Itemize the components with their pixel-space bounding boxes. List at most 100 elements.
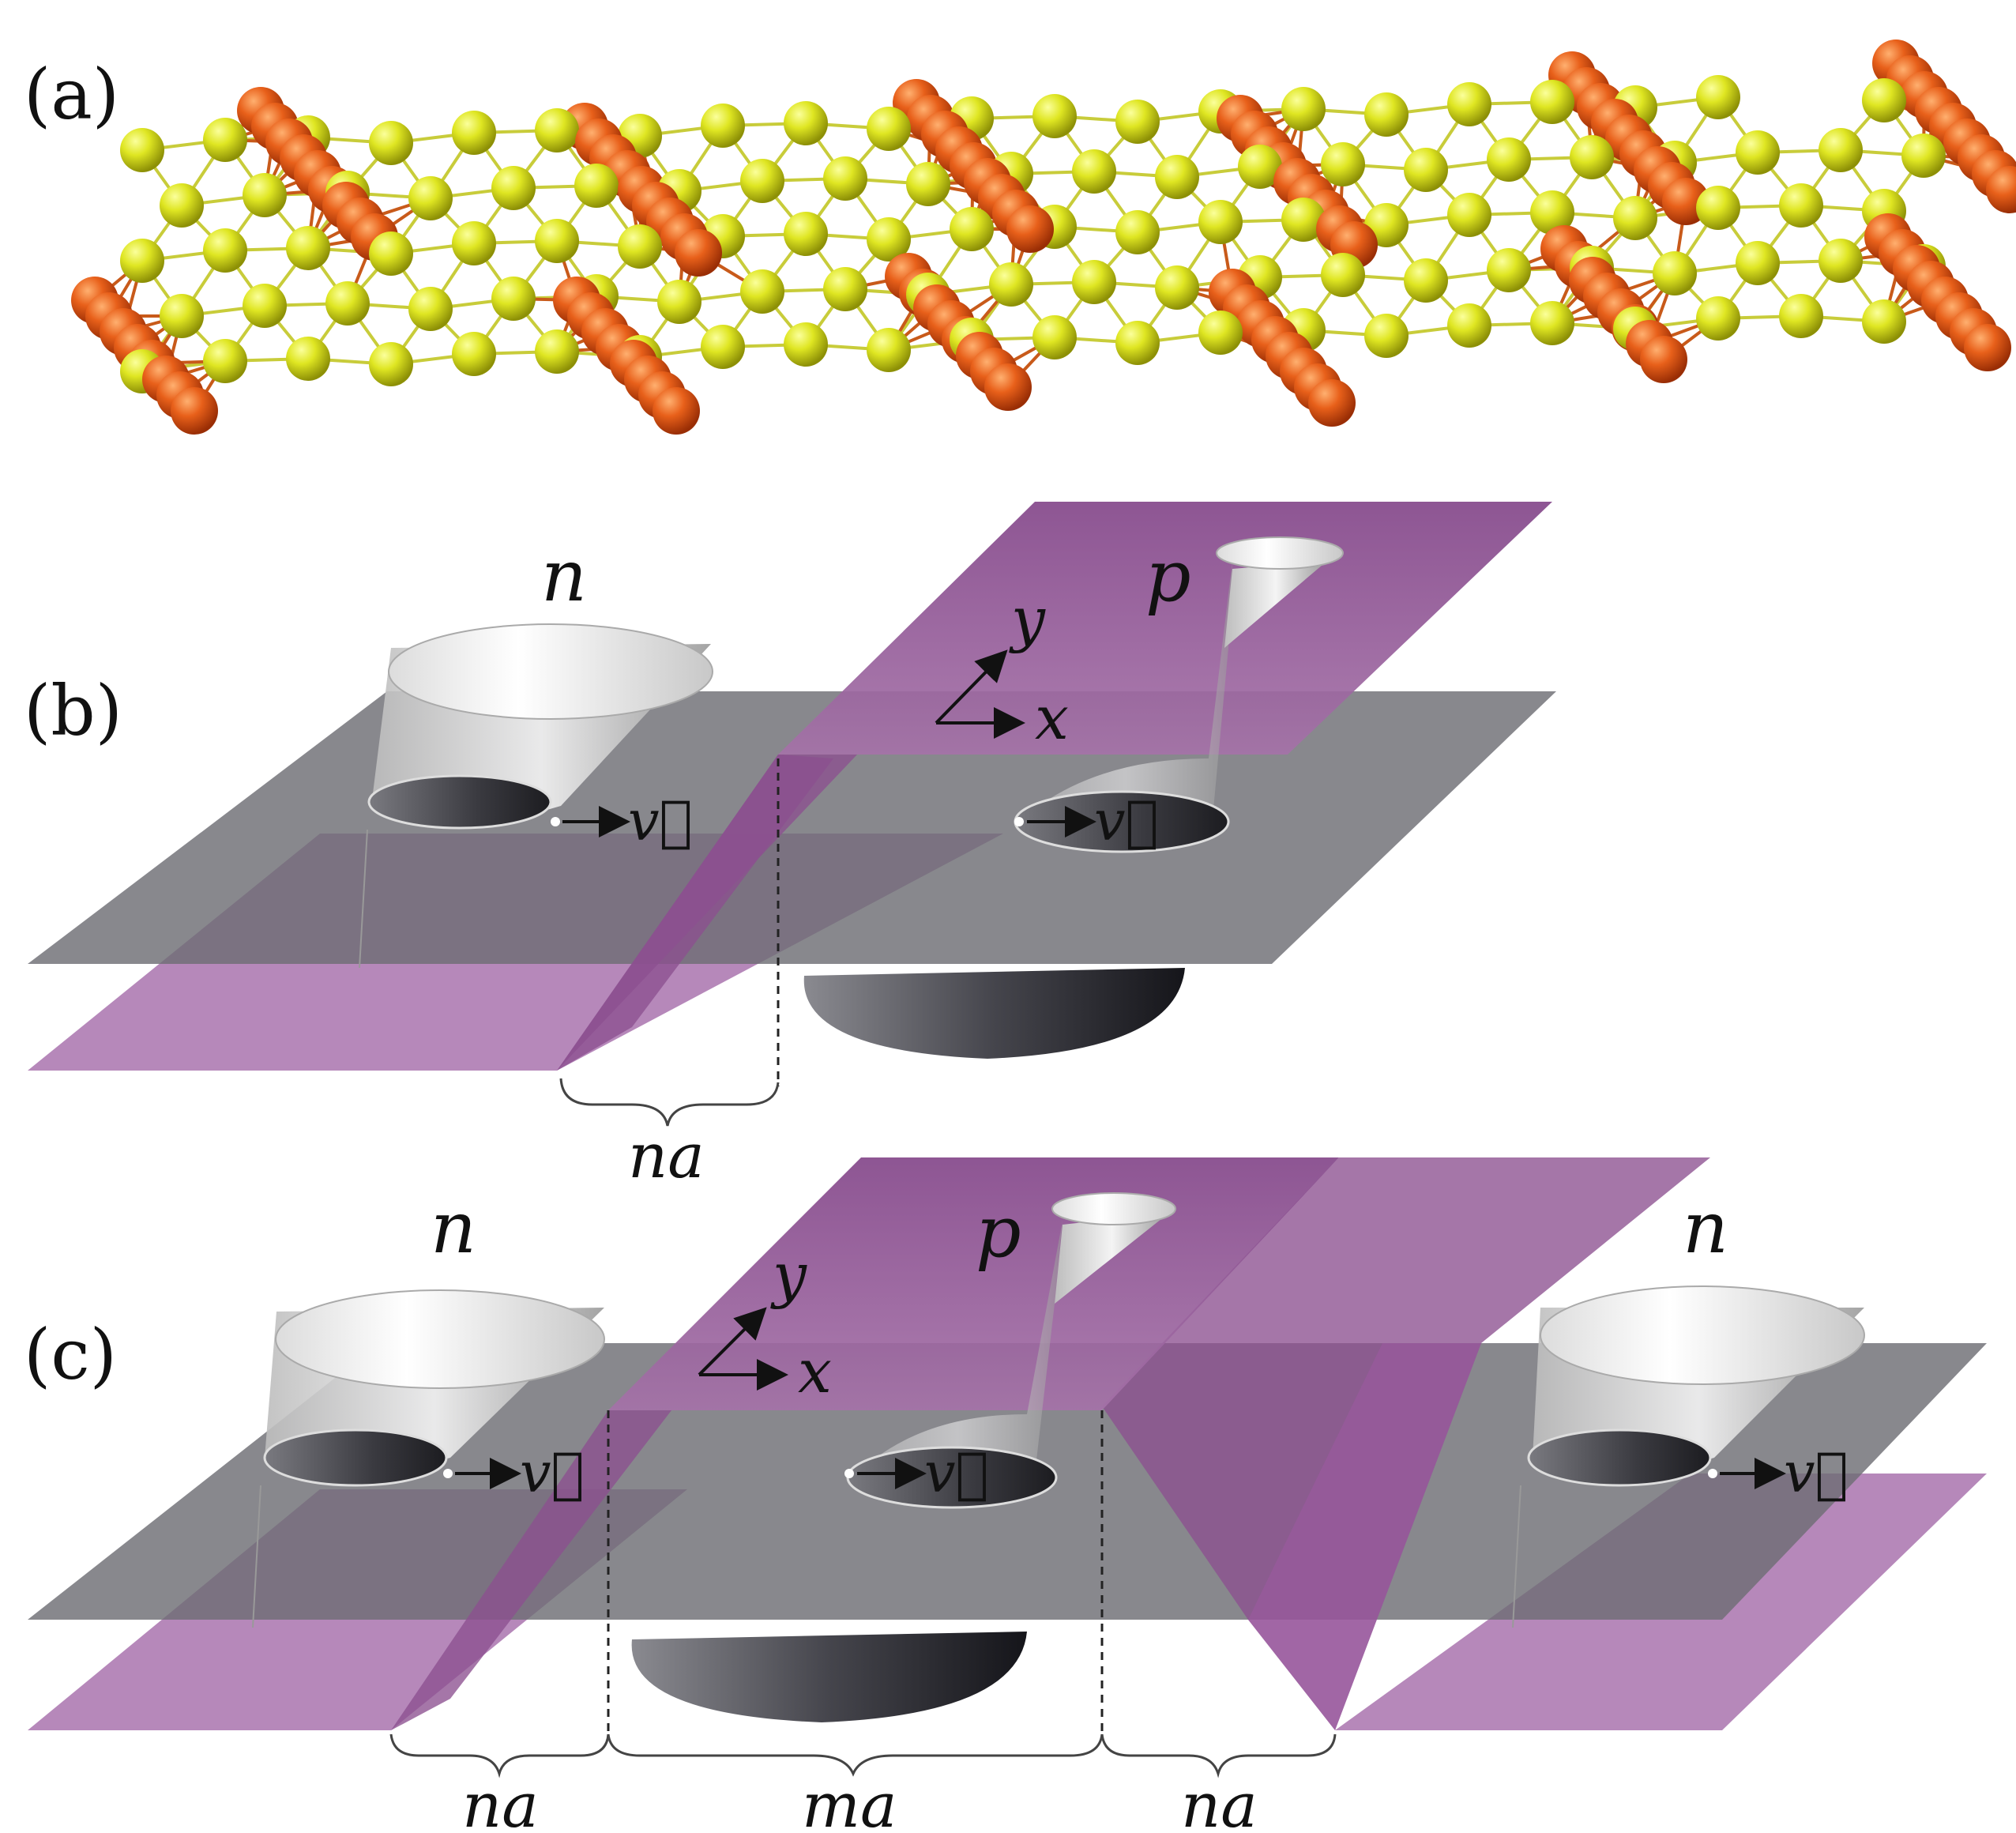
chalcogen-atom: [1115, 321, 1160, 365]
chalcogen-atom: [1530, 80, 1574, 124]
chalcogen-atom: [160, 294, 204, 338]
panel-c-label: (c): [24, 1314, 117, 1395]
chalcogen-atom: [408, 176, 453, 220]
panel-b-p-fermi-point: [1014, 817, 1024, 826]
panel-c-y-axis-arrow: [698, 1307, 767, 1376]
panel-b-n-label: n: [541, 535, 587, 618]
chalcogen-atom: [203, 118, 247, 162]
chalcogen-atom: [369, 342, 413, 386]
panel-c-mid-width-label: ma: [802, 1771, 897, 1833]
chalcogen-atom: [784, 101, 828, 145]
metal-atom: [1964, 324, 2011, 371]
chalcogen-atom: [784, 212, 828, 256]
chalcogen-atom: [1281, 87, 1326, 131]
panel-c-n-left-label: n: [431, 1187, 476, 1270]
panel-b-velocity-label-left: v⃗: [628, 789, 693, 853]
chalcogen-atom: [1862, 78, 1906, 122]
chalcogen-atom: [1115, 100, 1160, 144]
chalcogen-atom: [1819, 128, 1863, 172]
panel-c-velocity-label-mid: v⃗: [924, 1440, 989, 1505]
panel-c-p-label: p: [976, 1191, 1021, 1274]
panel-c-x-label: x: [798, 1336, 832, 1406]
panel-b-n-fermi-ellipse: [367, 774, 552, 830]
panel-c-n-right-fermi-ellipse: [1527, 1428, 1712, 1487]
chalcogen-atom: [120, 239, 164, 283]
panel-b-p-cone-upper: [1224, 561, 1327, 648]
chalcogen-atom: [867, 107, 911, 151]
crystal-atoms: [71, 40, 2016, 435]
chalcogen-atom: [1155, 155, 1199, 199]
chalcogen-atom: [243, 284, 287, 328]
panel-b-y-axis-arrow: [935, 649, 1008, 725]
panel-c-right-width-label: na: [1181, 1771, 1258, 1833]
metal-atom: [984, 363, 1032, 411]
chalcogen-atom: [1364, 92, 1409, 137]
chalcogen-atom: [1570, 135, 1614, 179]
chalcogen-atom: [1115, 210, 1160, 254]
chalcogen-atom: [491, 166, 536, 210]
chalcogen-atom: [1072, 260, 1116, 304]
chalcogen-atom: [867, 217, 911, 262]
chalcogen-atom: [243, 173, 287, 217]
chalcogen-atom: [1779, 294, 1823, 338]
metal-atom: [1006, 205, 1054, 253]
chalcogen-atom: [325, 281, 370, 326]
chalcogen-atom: [535, 108, 579, 152]
chalcogen-atom: [1696, 75, 1740, 119]
chalcogen-atom: [1862, 299, 1906, 344]
chalcogen-atom: [535, 219, 579, 263]
panel-c-velocity-label-right: v⃗: [1784, 1440, 1849, 1505]
panel-c-n-right-cone-top: [1540, 1285, 1865, 1385]
chalcogen-atom: [701, 104, 745, 148]
chalcogen-atom: [618, 224, 662, 269]
chalcogen-atom: [740, 159, 784, 203]
panel-c-y-label: y: [770, 1240, 807, 1310]
chalcogen-atom: [574, 164, 619, 208]
panel-b-p-cone-shade: [1019, 561, 1232, 822]
chalcogen-atom: [867, 328, 911, 372]
chalcogen-atom: [950, 207, 994, 251]
chalcogen-atom: [452, 221, 496, 265]
panel-c-left-width-brace: [389, 1733, 610, 1778]
panel-c-left-width-label: na: [462, 1771, 539, 1833]
chalcogen-atom: [657, 280, 701, 324]
panel-c-left-junction-slope: [391, 1410, 671, 1730]
panel-c-p-cone-upper: [1055, 1213, 1169, 1304]
chalcogen-atom: [1487, 248, 1531, 292]
panel-c-mid-width-brace: [607, 1733, 1104, 1777]
panel-c-p-cone-top: [1051, 1192, 1176, 1225]
panel-b-n-fermi-point: [551, 817, 560, 826]
chalcogen-atom: [1447, 82, 1491, 126]
panel-c-n-right-label: n: [1683, 1187, 1728, 1270]
chalcogen-atom: [1447, 193, 1491, 237]
chalcogen-atom: [906, 162, 950, 206]
chalcogen-atom: [1032, 94, 1077, 138]
chalcogen-atom: [1736, 130, 1780, 175]
panel-c-velocity-label-left: v⃗: [520, 1440, 585, 1505]
chalcogen-atom: [535, 329, 579, 374]
chalcogen-atom: [1404, 148, 1448, 192]
panel-c-n-right-fermi-point: [1708, 1469, 1717, 1478]
chalcogen-atom: [1404, 258, 1448, 303]
chalcogen-atom: [1696, 186, 1740, 230]
metal-atom: [653, 387, 700, 435]
chalcogen-atom: [1155, 265, 1199, 310]
panel-c-n-left-fermi-point: [443, 1469, 453, 1478]
panel-b-p-label: p: [1145, 535, 1191, 618]
chalcogen-atom: [120, 128, 164, 172]
chalcogen-atom: [286, 226, 330, 270]
panel-c-n-left-fermi-ellipse: [263, 1428, 448, 1487]
metal-atom: [1640, 336, 1687, 383]
chalcogen-atom: [1281, 198, 1326, 242]
panel-b-p-cone-top: [1216, 536, 1344, 570]
chalcogen-atom: [491, 277, 536, 321]
panel-c-p-lower-cone: [631, 1632, 1027, 1722]
chalcogen-atom: [1321, 142, 1365, 186]
chalcogen-atom: [1613, 196, 1657, 240]
chalcogen-atom: [1819, 239, 1863, 283]
panel-a-label: (a): [24, 54, 119, 135]
chalcogen-atom: [1696, 296, 1740, 341]
panel-c-p-cone-shade: [853, 1221, 1063, 1477]
panel-c-n-left-cone-axis: [252, 1485, 261, 1628]
